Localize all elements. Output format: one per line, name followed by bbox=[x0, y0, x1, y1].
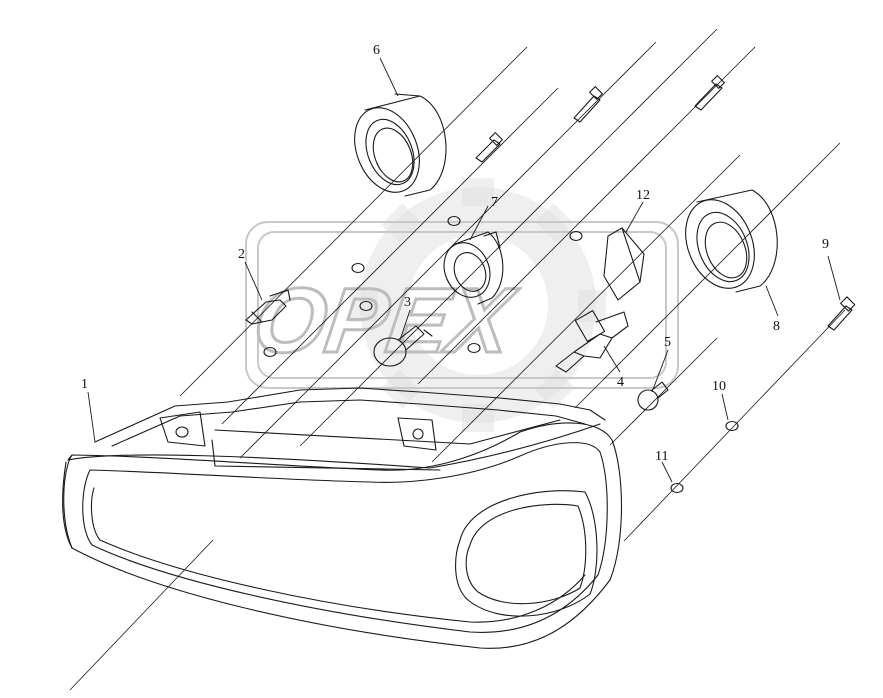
callout-1: 1 bbox=[81, 377, 88, 392]
callout-7: 7 bbox=[491, 195, 498, 210]
callout-labels: 1 2 3 4 5 6 7 8 9 10 11 12 bbox=[81, 43, 829, 464]
headlamp-housing bbox=[62, 387, 622, 649]
leader-lines bbox=[87, 57, 841, 483]
bulb-2 bbox=[245, 289, 291, 325]
bolt-left bbox=[475, 132, 503, 163]
callout-4: 4 bbox=[617, 375, 624, 390]
o-rings bbox=[263, 215, 739, 494]
retaining-ring-8 bbox=[685, 189, 778, 293]
callout-5: 5 bbox=[664, 335, 671, 350]
callout-3: 3 bbox=[404, 295, 411, 310]
callout-8: 8 bbox=[773, 319, 780, 334]
bolt-9 bbox=[827, 296, 856, 331]
callout-11: 11 bbox=[655, 449, 668, 464]
bolts bbox=[475, 75, 856, 331]
retaining-ring-6 bbox=[354, 93, 447, 197]
bulb-5 bbox=[637, 381, 669, 411]
cap-12 bbox=[603, 227, 645, 301]
watermark: OPEX bbox=[245, 178, 679, 432]
watermark-text: OPEX bbox=[248, 268, 523, 371]
alignment-lines bbox=[69, 28, 846, 691]
bulb-4 bbox=[555, 310, 629, 373]
callout-2: 2 bbox=[238, 247, 245, 262]
callout-9: 9 bbox=[822, 237, 829, 252]
bolt-top-right bbox=[694, 75, 725, 111]
o-ring-11 bbox=[670, 482, 684, 494]
bulb-3 bbox=[373, 325, 433, 367]
callout-12: 12 bbox=[636, 188, 650, 203]
bulb-socket-7 bbox=[443, 231, 504, 305]
callout-10: 10 bbox=[712, 379, 726, 394]
callout-6: 6 bbox=[373, 43, 380, 58]
o-ring-10 bbox=[725, 420, 739, 432]
bolt-top-center bbox=[573, 86, 603, 123]
